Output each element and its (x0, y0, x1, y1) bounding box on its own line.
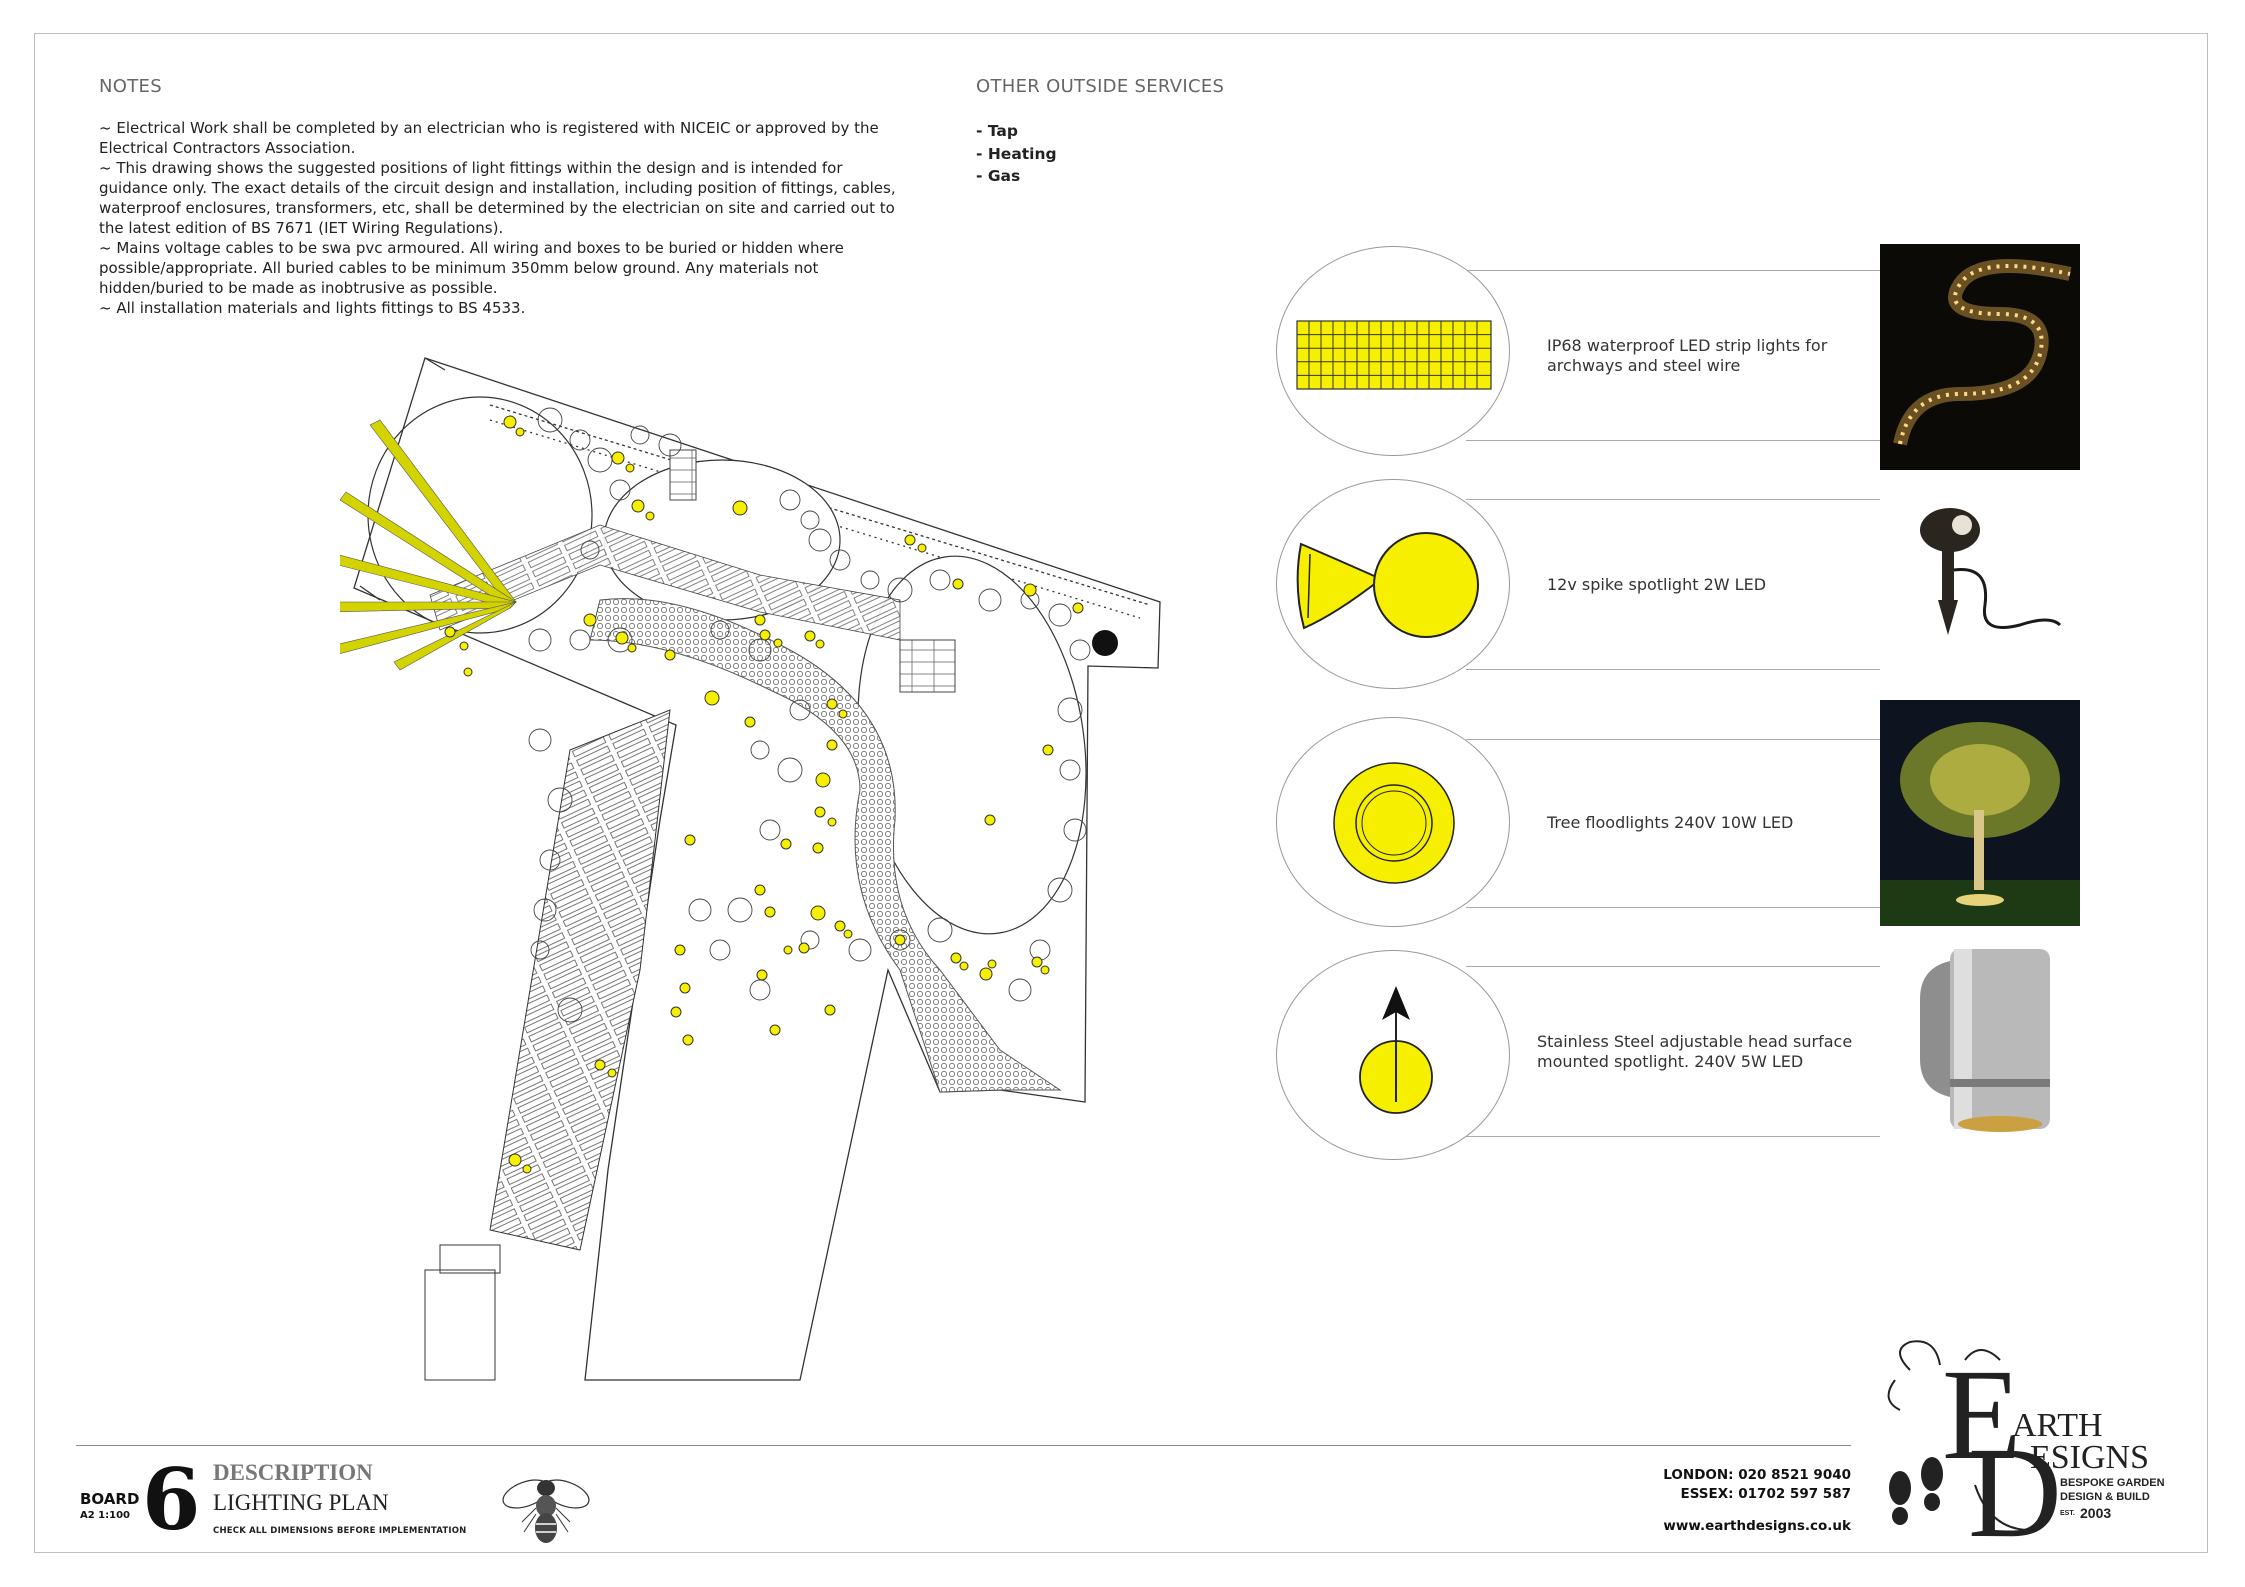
surface-spotlight-icon (1359, 986, 1433, 1114)
logo-d: D (1968, 1421, 2062, 1550)
note-item: ~ This drawing shows the suggested posit… (99, 159, 896, 237)
spike-spotlight-icon (1296, 532, 1479, 638)
contact-block: LONDON: 020 8521 9040 ESSEX: 01702 597 5… (1663, 1466, 1851, 1504)
description-label: DESCRIPTION (213, 1460, 373, 1485)
spike-spotlight-photo (1880, 475, 2080, 701)
note-item: ~ Electrical Work shall be completed by … (99, 119, 879, 157)
legend-row-led-strip: IP68 waterproof LED strip lights for arc… (1276, 244, 2080, 476)
board-number: 6 (142, 1450, 201, 1549)
board-label: BOARD (80, 1490, 140, 1508)
title-block-rule (76, 1445, 1851, 1446)
legend-line (1466, 440, 1884, 441)
legend-row-spike-spotlight: 12v spike spotlight 2W LED (1276, 475, 2080, 709)
essex-phone[interactable]: ESSEX: 01702 597 587 (1680, 1486, 1851, 1502)
service-item: - Tap (976, 122, 1018, 140)
legend-label: Tree floodlights 240V 10W LED (1547, 813, 1794, 832)
logo-arth: ARTH (2012, 1407, 2103, 1444)
legend-label: Stainless Steel adjustable head surface … (1537, 1032, 1853, 1071)
service-item: - Gas (976, 167, 1021, 185)
logo-esigns: ESIGNS (2030, 1439, 2149, 1476)
notes-text: ~ Electrical Work shall be completed by … (99, 118, 909, 318)
led-strip-grid-icon (1296, 320, 1492, 390)
legend-line (1466, 270, 1884, 271)
page-frame (34, 33, 2208, 1553)
website-link[interactable]: www.earthdesigns.co.uk (1663, 1518, 1851, 1534)
tree-floodlight-icon (1333, 762, 1455, 884)
service-item: - Heating (976, 144, 1057, 163)
legend-row-surface-spotlight: Stainless Steel adjustable head surface … (1276, 929, 2080, 1180)
legend-line (1466, 907, 1884, 908)
legend-line (1466, 499, 1884, 500)
legend-line (1466, 966, 1884, 967)
description-value: LIGHTING PLAN (213, 1490, 389, 1515)
legend-line (1466, 739, 1884, 740)
check-dimensions-note: CHECK ALL DIMENSIONS BEFORE IMPLEMENTATI… (213, 1526, 467, 1536)
footprints-icon (1889, 1457, 1943, 1525)
legend-line (1466, 669, 1884, 670)
note-item: ~ Mains voltage cables to be swa pvc arm… (99, 239, 844, 297)
bee-icon (502, 1479, 590, 1543)
legend-label: IP68 waterproof LED strip lights for arc… (1547, 336, 1828, 375)
board-scale: A2 1:100 (80, 1510, 131, 1521)
legend-label: 12v spike spotlight 2W LED (1547, 575, 1767, 594)
logo-e: E (1942, 1343, 2021, 1487)
legend-row-tree-floodlight: Tree floodlights 240V 10W LED (1276, 700, 2080, 947)
logo-tagline-1: BESPOKE GARDEN (2060, 1477, 2165, 1489)
logo-est: EST. (2060, 1510, 2075, 1517)
logo-tagline-2: DESIGN & BUILD (2060, 1491, 2150, 1503)
garden-lighting-plan (340, 357, 1161, 1381)
london-phone[interactable]: LONDON: 020 8521 9040 (1663, 1467, 1851, 1483)
note-item: ~ All installation materials and lights … (99, 299, 526, 317)
services-list: - Tap - Heating - Gas (976, 120, 1057, 188)
services-title: OTHER OUTSIDE SERVICES (976, 76, 1225, 97)
legend-line (1466, 1136, 1884, 1137)
led-strip-photo (1880, 244, 2080, 470)
surface-spotlight-photo (1880, 929, 2080, 1155)
earth-designs-logo: E ARTH D ESIGNS BESPOKE GARDEN DESIGN & … (1887, 1340, 2165, 1550)
plot-boundary (353, 357, 1161, 1381)
logo-year: 2003 (2080, 1505, 2111, 1521)
tree-floodlight-photo (1880, 700, 2080, 926)
notes-title: NOTES (99, 76, 162, 97)
